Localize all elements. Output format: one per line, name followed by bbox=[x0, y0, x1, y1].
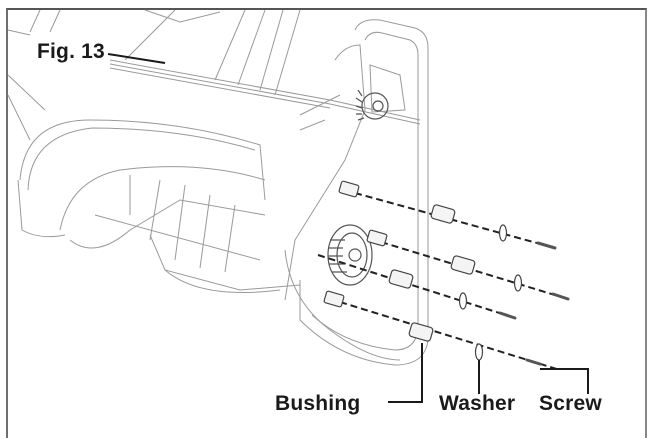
screws bbox=[498, 241, 570, 366]
washer-label: Washer bbox=[439, 392, 516, 415]
bushing-label: Bushing bbox=[275, 392, 361, 415]
housing-outline bbox=[7, 9, 429, 366]
figure-title: Fig. 13 bbox=[35, 40, 107, 64]
washers bbox=[458, 224, 523, 361]
figure-frame bbox=[6, 8, 647, 438]
assembly-guide-lines bbox=[317, 192, 569, 371]
screw-label: Screw bbox=[539, 392, 602, 415]
callout-leaders bbox=[107, 53, 589, 403]
exploded-assembly-drawing bbox=[7, 9, 589, 403]
gear-icon bbox=[327, 89, 389, 286]
bushings bbox=[323, 180, 476, 342]
